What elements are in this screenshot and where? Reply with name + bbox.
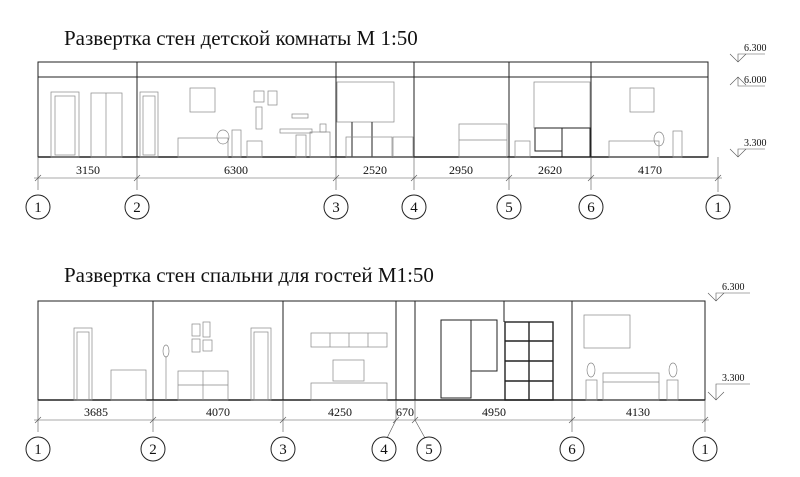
level-marks [729, 53, 765, 158]
elevation-frame [37, 300, 706, 401]
axis-label: 1 [701, 442, 709, 458]
dimension-label: 3150 [76, 163, 100, 177]
level-label: 6.300 [744, 43, 767, 54]
axis-label: 4 [410, 200, 418, 216]
level-label: 3.300 [744, 138, 767, 149]
dimension-label: 3685 [84, 405, 108, 419]
axis-label: 4 [380, 442, 388, 458]
drawing-title: Развертка стен детской комнаты М 1:50 [64, 26, 418, 50]
axis-markers: 1 2 3 4 5 6 1 [25, 194, 731, 220]
axis-label: 2 [149, 442, 157, 458]
dimension-label: 4170 [638, 163, 662, 177]
axis-markers: 1 2 3 4 5 6 1 [25, 436, 718, 462]
kids-room-wall-elevation: Развертка стен детской комнаты М 1:50 [25, 26, 767, 220]
dimension-label: 2620 [538, 163, 562, 177]
axis-label: 5 [425, 442, 433, 458]
axis-label: 6 [568, 442, 576, 458]
level-label: 3.300 [722, 373, 745, 384]
dimension-label: 4950 [482, 405, 506, 419]
level-marks [707, 292, 750, 401]
axis-label: 1 [714, 200, 722, 216]
dimension-label: 670 [396, 405, 414, 419]
furniture [73, 314, 679, 401]
dimension-line [34, 157, 722, 192]
axis-label: 3 [279, 442, 287, 458]
furniture [50, 81, 683, 158]
axis-label: 1 [34, 200, 42, 216]
dimension-label: 4250 [328, 405, 352, 419]
axis-label: 6 [587, 200, 595, 216]
axis-label: 1 [34, 442, 42, 458]
level-label: 6.300 [722, 282, 745, 293]
guest-bedroom-wall-elevation: Развертка стен спальни для гостей М1:50 [25, 263, 750, 462]
axis-label: 2 [133, 200, 141, 216]
drawing-title: Развертка стен спальни для гостей М1:50 [64, 263, 434, 287]
level-label: 6.000 [744, 75, 767, 86]
dimension-label: 2520 [363, 163, 387, 177]
wall-dividers [152, 301, 573, 400]
wall-dividers [136, 62, 592, 157]
axis-label: 3 [332, 200, 340, 216]
axis-label: 5 [505, 200, 513, 216]
dimension-label: 2950 [449, 163, 473, 177]
elevation-frame [37, 61, 709, 158]
dimension-label: 6300 [224, 163, 248, 177]
dimension-line [34, 400, 709, 439]
dimension-label: 4130 [626, 405, 650, 419]
dimension-label: 4070 [206, 405, 230, 419]
wardrobe [504, 321, 554, 401]
